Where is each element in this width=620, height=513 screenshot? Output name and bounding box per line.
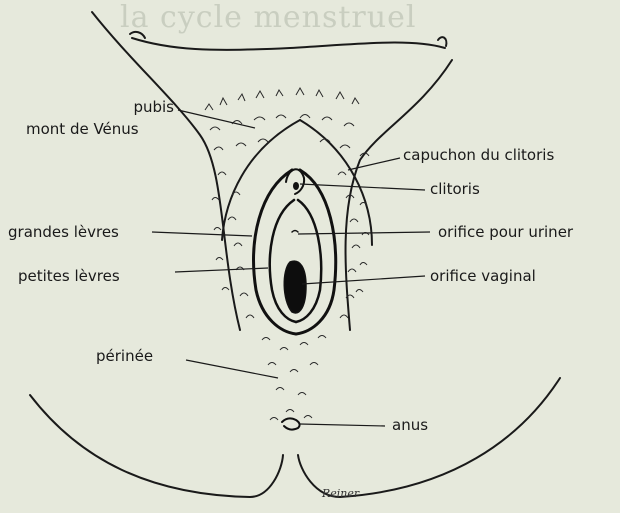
artist-signature: Reiner — [322, 487, 359, 500]
label-orifice-pour-uriner: orifice pour uriner — [438, 223, 573, 241]
right-thigh-outline — [298, 378, 560, 497]
clitoris-shape — [293, 182, 299, 190]
label-capuchon-du-clitoris: capuchon du clitoris — [403, 146, 554, 164]
label-grandes-levres: grandes lèvres — [8, 223, 119, 241]
urethra — [292, 231, 298, 233]
abdomen-fold — [132, 38, 445, 50]
clitoral-hood — [286, 169, 304, 194]
label-mont-de-venus: mont de Vénus — [26, 120, 139, 138]
vaginal-opening — [284, 261, 306, 313]
anus-shape — [282, 418, 300, 429]
right-inner-crease — [300, 120, 372, 245]
label-pubis: pubis — [90, 98, 174, 116]
hair-texture — [205, 88, 369, 420]
label-anus: anus — [392, 416, 428, 434]
label-clitoris: clitoris — [430, 180, 480, 198]
label-petites-levres: petites lèvres — [18, 267, 120, 285]
label-perinee: périnée — [96, 347, 153, 365]
left-thigh-outline — [30, 395, 283, 497]
navel-right — [438, 37, 446, 46]
left-inner-crease — [222, 120, 300, 240]
label-orifice-vaginal: orifice vaginal — [430, 267, 536, 285]
